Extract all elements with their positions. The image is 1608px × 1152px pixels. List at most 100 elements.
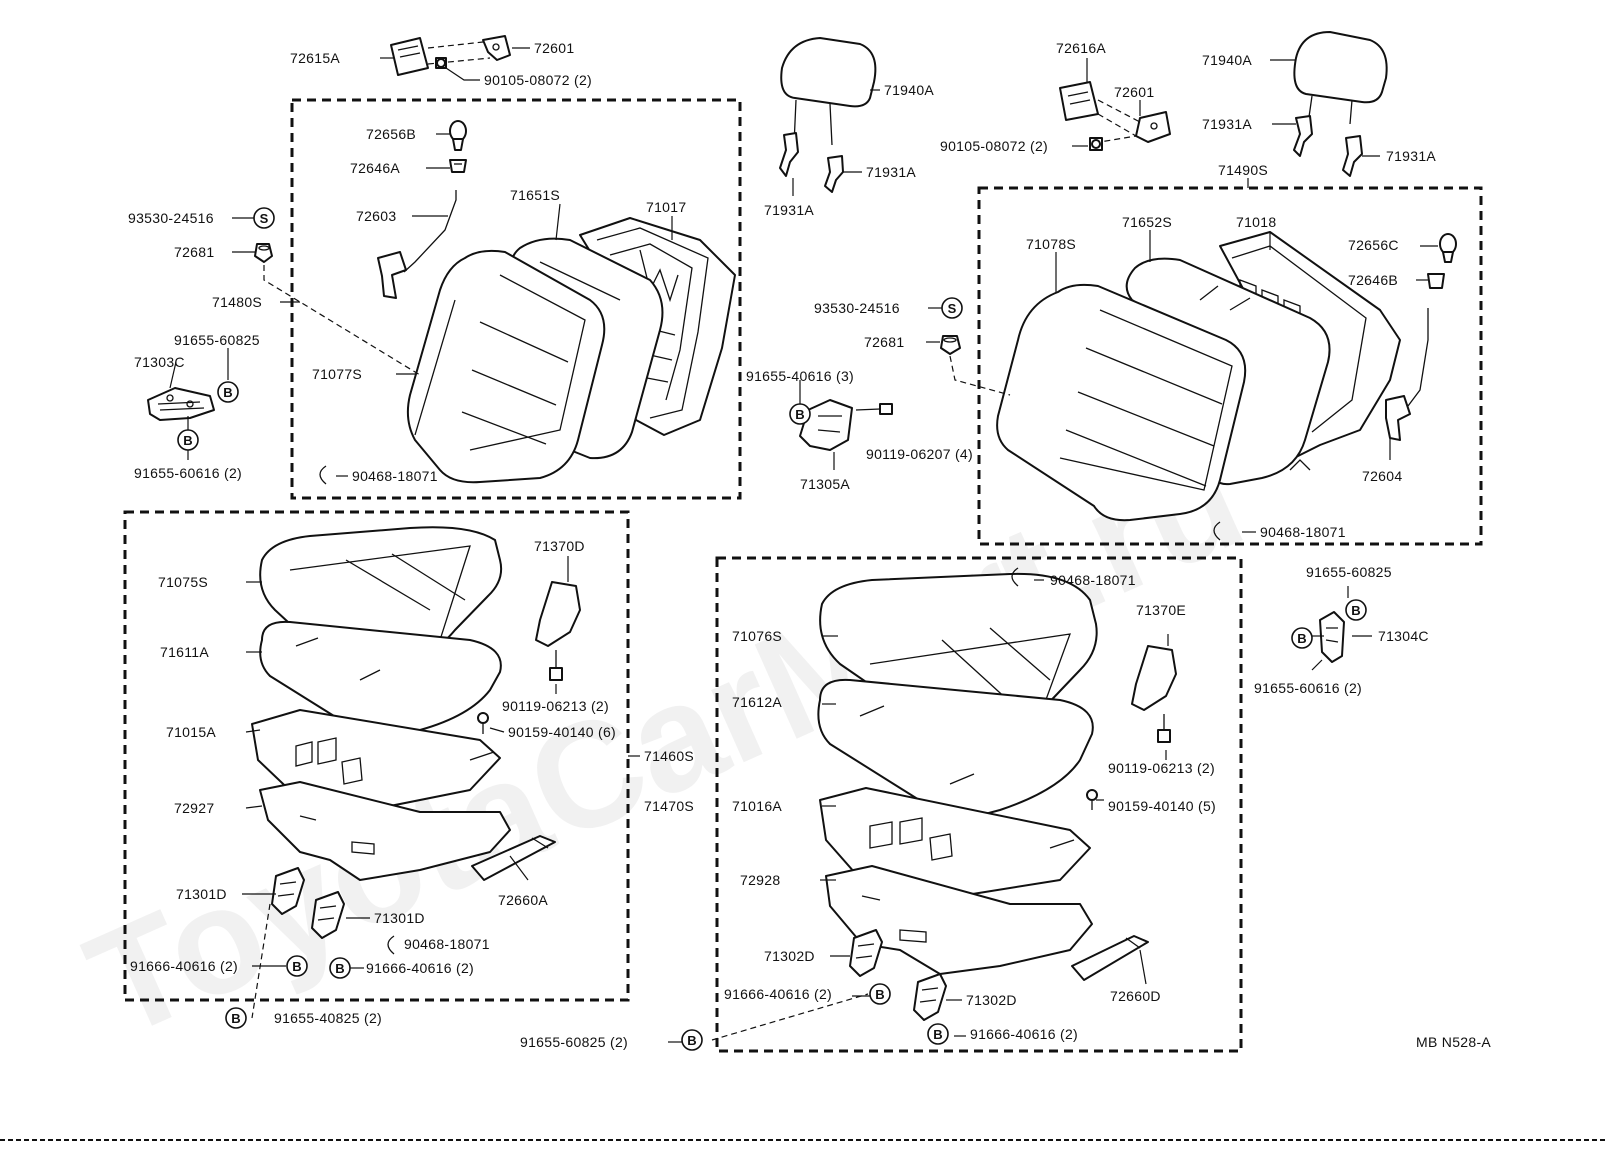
- hinge-bracket-71302D-a: [849, 929, 883, 977]
- headrest-support-71931A-d: [1342, 135, 1363, 177]
- symbol-b-e: B: [1291, 627, 1313, 649]
- svg-text:B: B: [223, 385, 232, 400]
- strap-72660A: [471, 835, 556, 881]
- label-71611A: 71611A: [160, 644, 209, 660]
- label-71931A-a: 71931A: [764, 202, 814, 218]
- hinge-bracket-71302D-b: [913, 973, 947, 1021]
- label-72616A: 72616A: [1056, 40, 1106, 56]
- label-90468-a: 90468-18071: [352, 468, 438, 484]
- label-71931A-c: 71931A: [1202, 116, 1252, 132]
- bolt-90159-b: [1086, 789, 1098, 810]
- leader-72616A: [1097, 99, 1141, 143]
- label-91655-60616-b: 91655-60616 (2): [1254, 680, 1362, 696]
- symbol-b-h: B: [225, 1007, 247, 1029]
- symbol-b-g: B: [329, 957, 351, 979]
- label-71651S: 71651S: [510, 187, 560, 203]
- symbol-b-a: B: [217, 381, 239, 403]
- label-71940A-a: 71940A: [884, 82, 934, 98]
- label-91655-60825-c: 91655-60825 (2): [520, 1034, 628, 1050]
- seatback-lock-72601-b: [1135, 111, 1171, 143]
- label-72681-b: 72681: [864, 334, 904, 350]
- label-71301D-b: 71301D: [374, 910, 425, 926]
- label-91666-c: 91666-40616 (2): [724, 986, 832, 1002]
- label-90468-c: 90468-18071: [404, 936, 490, 952]
- symbol-s-b: S: [941, 297, 963, 319]
- svg-text:B: B: [183, 433, 192, 448]
- label-71304C: 71304C: [1378, 628, 1429, 644]
- cushion-frame-71015A: [251, 709, 501, 809]
- label-71016A: 71016A: [732, 798, 782, 814]
- label-72681-a: 72681: [174, 244, 214, 260]
- label-72656B: 72656B: [366, 126, 416, 142]
- cushion-frame-71016A: [819, 787, 1091, 897]
- clip-icon-c: [1011, 567, 1019, 587]
- lock-knob-72656C: [1439, 233, 1457, 263]
- symbol-b-k: B: [681, 1029, 703, 1051]
- cushion-hook-71370D: [535, 581, 581, 681]
- label-71076S: 71076S: [732, 628, 782, 644]
- hinge-bracket-71301D-b: [311, 891, 345, 939]
- label-72601-b: 72601: [1114, 84, 1154, 100]
- bolt-90105-b: [1089, 137, 1103, 151]
- label-93530-b: 93530-24516: [814, 300, 900, 316]
- label-72927: 72927: [174, 800, 214, 816]
- seatback-lock-72601: [482, 35, 511, 61]
- seatback-cover-71078S: [996, 283, 1247, 522]
- leader-lines: [169, 47, 1438, 1043]
- group-box-rear-seatback-right: [977, 186, 1483, 546]
- label-90105-a: 90105-08072 (2): [484, 72, 592, 88]
- label-72656C: 72656C: [1348, 237, 1399, 253]
- label-71015A: 71015A: [166, 724, 216, 740]
- symbol-s-a: S: [253, 207, 275, 229]
- label-72604: 72604: [1362, 468, 1402, 484]
- knob-bezel-72646A: [449, 159, 467, 173]
- label-71931A-d: 71931A: [1386, 148, 1436, 164]
- strap-72660D: [1071, 935, 1149, 981]
- label-90468-b: 90468-18071: [1260, 524, 1346, 540]
- label-91655-60825-a: 91655-60825: [174, 332, 260, 348]
- cushion-hook-71370E: [1131, 645, 1177, 743]
- label-71303C: 71303C: [134, 354, 185, 370]
- label-93530-a: 93530-24516: [128, 210, 214, 226]
- headrest-support-71931A-a: [779, 132, 799, 177]
- symbol-b-d: B: [1345, 599, 1367, 621]
- headrest-71940A-right: [1293, 31, 1388, 125]
- symbol-b-j: B: [927, 1023, 949, 1045]
- symbol-b-f: B: [286, 955, 308, 977]
- group-box-rear-cushion-right: [715, 556, 1243, 1053]
- label-71612A: 71612A: [732, 694, 782, 710]
- leader-72681-b: [949, 355, 1011, 396]
- bolt-90119-06207: [855, 403, 893, 415]
- label-72603: 72603: [356, 208, 396, 224]
- clip-icon-b: [1213, 521, 1221, 541]
- cushion-pad-71612A: [817, 678, 1094, 820]
- symbol-b-i: B: [869, 983, 891, 1005]
- leader-71480S: [263, 265, 421, 376]
- bolt-90159-a: [477, 712, 489, 734]
- headrest-support-71931A-b: [824, 155, 844, 193]
- label-90468-d: 90468-18071: [1050, 572, 1136, 588]
- svg-text:B: B: [795, 407, 804, 422]
- svg-text:B: B: [231, 1011, 240, 1026]
- symbol-b-b: B: [177, 429, 199, 451]
- label-71931A-b: 71931A: [866, 164, 916, 180]
- label-72660D: 72660D: [1110, 988, 1161, 1004]
- seatback-lock-cover-72616A: [1059, 81, 1099, 121]
- label-72646B: 72646B: [1348, 272, 1398, 288]
- label-71460S: 71460S: [644, 748, 694, 764]
- seatback-cover-71077S: [406, 249, 606, 484]
- label-71075S: 71075S: [158, 574, 208, 590]
- label-71940A-b: 71940A: [1202, 52, 1252, 68]
- label-71490S: 71490S: [1218, 162, 1268, 178]
- label-90119-06213-a: 90119-06213 (2): [502, 698, 609, 714]
- seatback-lock-cover-72615A: [390, 37, 429, 76]
- label-71078S: 71078S: [1026, 236, 1076, 252]
- svg-text:B: B: [933, 1027, 942, 1042]
- svg-text:B: B: [875, 987, 884, 1002]
- label-90105-b: 90105-08072 (2): [940, 138, 1048, 154]
- headrest-71940A-left: [780, 37, 877, 146]
- svg-text:S: S: [260, 211, 269, 226]
- label-91666-b: 91666-40616 (2): [366, 960, 474, 976]
- headrest-support-71931A-c: [1293, 115, 1313, 157]
- label-72660A: 72660A: [498, 892, 548, 908]
